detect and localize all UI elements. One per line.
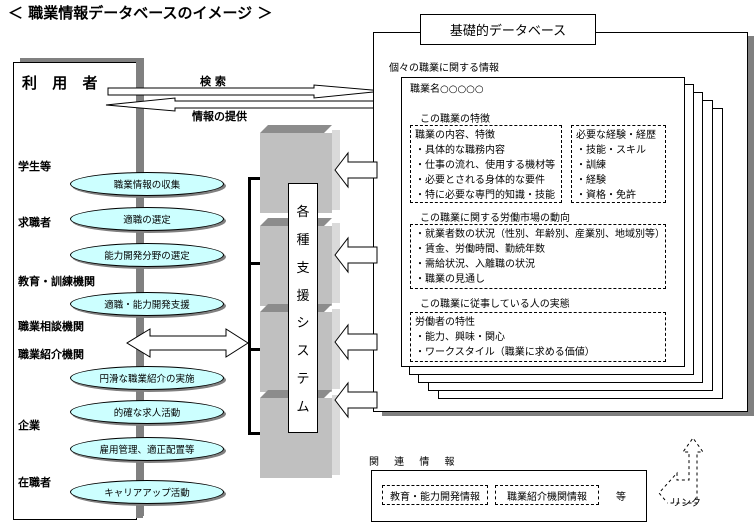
user-group-counseling-institutions: 職業相談機関 [18, 320, 84, 333]
database-subtitle: 個々の職業に関する情報 [389, 63, 499, 74]
job-content-box: 職業の内容、特徴 ・具体的な職務内容 ・仕事の流れ、使用する機材等 ・必要とされ… [410, 125, 562, 203]
box-item: ・仕事の流れ、使用する機材等 [415, 160, 556, 171]
provide-arrow [105, 97, 383, 112]
box-item: ・職業の見通し [415, 274, 485, 285]
page-title: ＜ 職業情報データベースのイメージ ＞ [8, 4, 273, 22]
features-title: この職業の特徴 [420, 114, 490, 125]
activity-placement: 円滑な職業紹介の実施 [70, 366, 224, 390]
related-info-title: 関 連 情 報 [369, 457, 461, 468]
box-item: ・特に必要な専門的知識・技能 [415, 190, 555, 201]
system-bracket [248, 177, 260, 435]
system-char: ム [296, 400, 310, 415]
block-side [332, 309, 340, 389]
activity-career-up: キャリアアップ活動 [70, 480, 224, 504]
related-info-box [371, 470, 647, 522]
system-char: 各 [296, 204, 310, 220]
db-arrow [334, 151, 378, 189]
database-title: 基礎的データベース [420, 14, 596, 45]
provide-label: 情報の提供 [192, 110, 247, 123]
box-item: ・訓練 [576, 160, 606, 171]
box-item: ・ワークスタイル（職業に求める価値） [415, 347, 595, 358]
db-arrow [334, 381, 378, 419]
link-arrow [658, 437, 704, 504]
workers-box: 労働者の特性 ・能力、興味・関心 ・ワークスタイル（職業に求める価値） [410, 312, 666, 362]
system-char: シ [296, 316, 310, 332]
bracket-tick [248, 348, 260, 351]
box-item: ・経験 [576, 175, 606, 186]
support-system-label: 各 種 支 援 シ ス テ ム [288, 183, 318, 433]
user-system-double-arrow [126, 328, 249, 358]
box-heading: 必要な経験・経歴 [576, 130, 656, 141]
box-item: ・資格・免許 [576, 190, 636, 201]
user-group-companies: 企業 [18, 419, 40, 432]
user-group-job-seekers: 求職者 [18, 216, 51, 229]
search-label: 検 索 [200, 75, 226, 88]
user-group-students: 学生等 [18, 160, 51, 173]
box-item: ・賃金、労働時間、勤続年数 [415, 244, 545, 255]
user-spine [136, 62, 143, 518]
block-top [260, 125, 332, 133]
flow-arrows [105, 84, 384, 112]
block-side [332, 395, 340, 475]
system-char: 援 [296, 288, 310, 304]
user-group-employees: 在職者 [18, 476, 51, 489]
user-panel-title: 利 用 者 [22, 74, 103, 92]
box-heading: 労働者の特性 [415, 317, 475, 328]
db-to-system-arrows [334, 151, 378, 419]
activity-select-job: 適職の選定 [70, 207, 224, 231]
box-heading: 職業の内容、特徴 [415, 130, 495, 141]
db-arrow [334, 236, 378, 274]
system-char: ス [296, 344, 310, 360]
user-group-placement-institutions: 職業紹介機関 [18, 348, 84, 361]
box-item: ・能力、興味・関心 [415, 332, 505, 343]
db-arrow [334, 323, 378, 361]
search-arrow [107, 84, 384, 99]
activity-employment-management: 雇用管理、適正配置等 [70, 437, 224, 461]
job-name: 職業名○○○○○ [410, 84, 484, 95]
related-item-placement-info: 職業紹介機関情報 [495, 485, 599, 505]
activity-support: 適職・能力開発支援 [70, 292, 224, 316]
box-item: ・必要とされる身体的な要件 [415, 175, 545, 186]
activity-collect-info: 職業情報の収集 [70, 172, 224, 196]
activity-select-training-field: 能力開発分野の選定 [70, 243, 224, 267]
system-char: 支 [296, 260, 310, 276]
box-item: ・就業者数の状況（性別、年齢別、産業別、地域別等） [415, 229, 665, 240]
system-char: 種 [296, 232, 310, 248]
box-item: ・需給状況、入離職の状況 [415, 259, 535, 270]
workers-title: この職業に従事している人の実態 [420, 299, 570, 310]
system-char: テ [296, 372, 310, 388]
link-label: リンク [671, 498, 701, 509]
user-group-training-institutions: 教育・訓練機関 [18, 275, 95, 288]
box-item: ・技能・スキル [576, 145, 646, 156]
labor-market-title: この職業に関する労働市場の動向 [420, 213, 570, 224]
related-item-training-info: 教育・能力開発情報 [382, 485, 488, 505]
activity-recruiting: 的確な求人活動 [70, 400, 224, 424]
experience-box: 必要な経験・経歴 ・技能・スキル ・訓練 ・経験 ・資格・免許 [571, 125, 666, 203]
block-side [332, 223, 340, 303]
box-item: ・具体的な職務内容 [415, 145, 505, 156]
related-etc: 等 [616, 492, 626, 503]
labor-market-box: ・就業者数の状況（性別、年齢別、産業別、地域別等） ・賃金、労働時間、勤続年数 … [410, 224, 666, 289]
bracket-tick [248, 262, 260, 265]
